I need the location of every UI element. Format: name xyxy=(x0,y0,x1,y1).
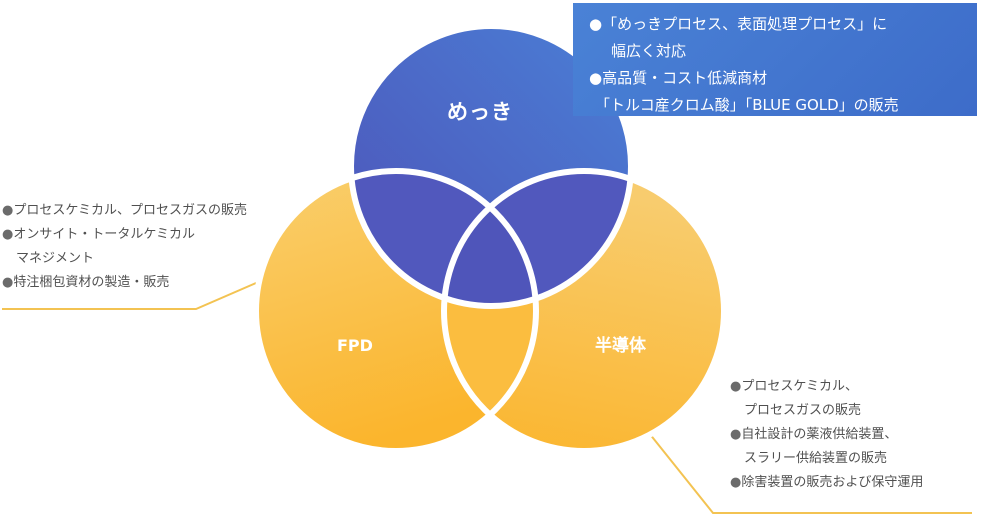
bullet-icon: ● xyxy=(730,475,742,490)
note-item: ●特注梱包資材の製造・販売 xyxy=(2,271,247,295)
bullet-icon: ● xyxy=(589,69,603,87)
bullet-icon: ● xyxy=(589,15,603,33)
semiconductor-connector-line xyxy=(648,432,972,514)
note-text: 除害装置の販売および保守運用 xyxy=(741,475,924,490)
semiconductor-label: 半導体 xyxy=(595,336,646,356)
fpd-label: FPD xyxy=(337,336,373,355)
bullet-icon: ● xyxy=(2,227,14,242)
note-item: ●プロセスケミカル、 xyxy=(730,375,923,399)
callout-item-2-line-2: 「トルコ産クロム酸」「BLUE GOLD」の販売 xyxy=(595,96,899,114)
callout-item-2-line-1: ●高品質・コスト低減商材 xyxy=(589,65,967,92)
note-text: プロセスケミカル、 xyxy=(741,379,858,394)
note-text: 自社設計の薬液供給装置、 xyxy=(741,427,898,442)
note-item: ●プロセスケミカル、プロセスガスの販売 xyxy=(2,199,247,223)
note-item: ●除害装置の販売および保守運用 xyxy=(730,471,923,495)
callout-item-1-line-1: ●「めっきプロセス、表面処理プロセス」に xyxy=(589,11,967,38)
mekki-circle-outline xyxy=(348,23,634,309)
note-item: ●オンサイト・トータルケミカル xyxy=(2,223,247,247)
note-text: マネジメント xyxy=(16,251,95,266)
note-text: プロセスケミカル、プロセスガスの販売 xyxy=(13,203,247,218)
bullet-icon: ● xyxy=(2,203,14,218)
callout-text: 「めっきプロセス、表面処理プロセス」に xyxy=(602,15,888,33)
note-text: オンサイト・トータルケミカル xyxy=(13,227,195,242)
fpd-notes: ●プロセスケミカル、プロセスガスの販売 ●オンサイト・トータルケミカル マネジメ… xyxy=(2,199,247,295)
callout-text: 高品質・コスト低減商材 xyxy=(602,69,768,87)
bullet-icon: ● xyxy=(730,427,742,442)
mekki-label: めっき xyxy=(447,100,513,124)
semiconductor-notes: ●プロセスケミカル、 プロセスガスの販売 ●自社設計の薬液供給装置、 スラリー供… xyxy=(730,375,923,495)
callout-item-1-line-2: 幅広く対応 xyxy=(611,42,687,60)
fpd-circle-outline xyxy=(253,168,539,454)
fpd-connector-line xyxy=(2,282,257,310)
bullet-icon: ● xyxy=(730,379,742,394)
note-text: スラリー供給装置の販売 xyxy=(744,451,888,466)
bullet-icon: ● xyxy=(2,275,14,290)
note-item: ●自社設計の薬液供給装置、 xyxy=(730,423,923,447)
note-text: プロセスガスの販売 xyxy=(744,403,862,418)
semiconductor-circle-outline xyxy=(441,168,727,454)
mekki-callout: ●「めっきプロセス、表面処理プロセス」に 幅広く対応 ●高品質・コスト低減商材 … xyxy=(573,3,977,116)
note-text: 特注梱包資材の製造・販売 xyxy=(13,275,170,290)
